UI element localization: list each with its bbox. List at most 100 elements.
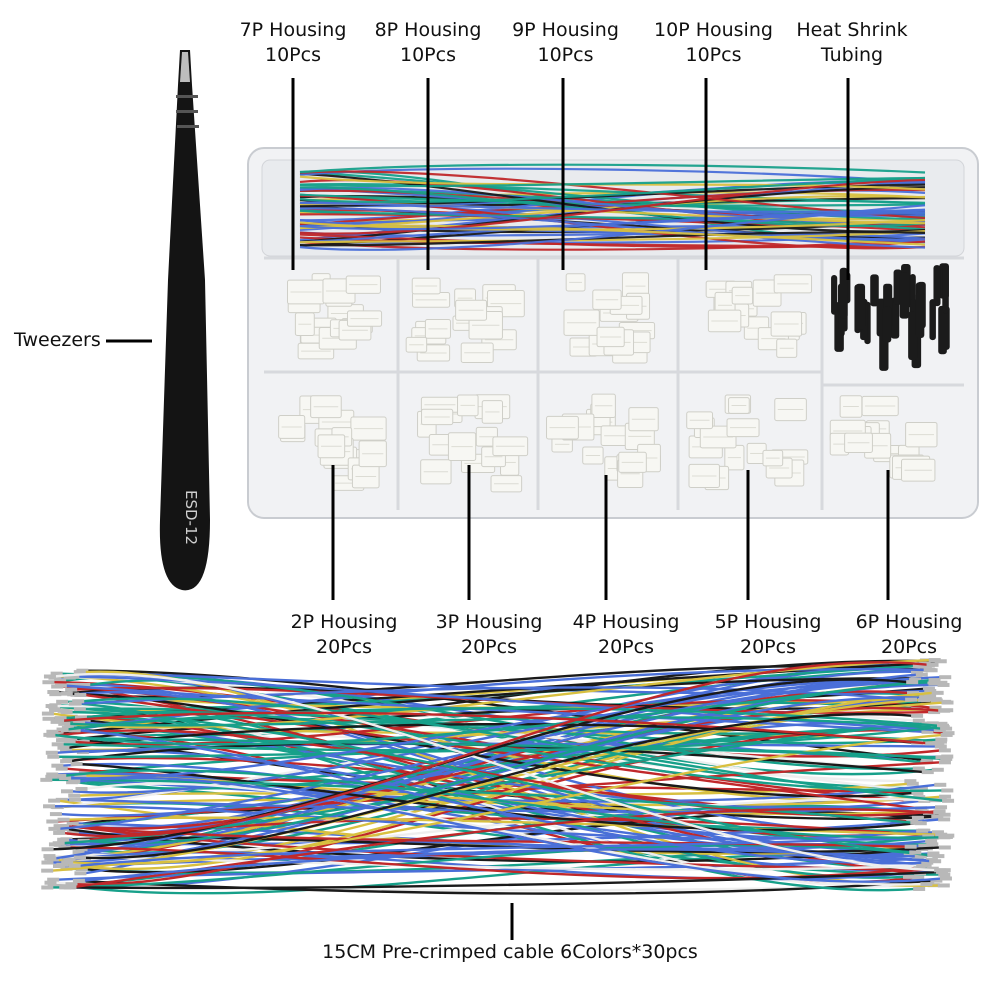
crimp-terminal [54,683,67,688]
crimp-terminal [60,747,73,752]
crimp-terminal [47,877,60,882]
crimp-terminal [940,732,953,737]
crimp-terminal [918,843,931,848]
tubing-piece [909,274,916,305]
cable [51,678,909,851]
crimp-terminal [921,729,934,734]
tubing-piece [933,265,941,307]
crimp-terminal [925,839,938,844]
crimp-terminal [60,789,73,794]
crimp-terminal [43,674,56,679]
crimp-terminal [914,854,927,859]
crimp-terminal [941,788,954,793]
crimp-terminal [913,886,926,891]
cable [69,870,939,890]
crimp-terminal [932,740,945,745]
crimp-terminal [41,885,54,890]
cable [64,769,941,839]
crimp-terminal [73,670,86,675]
crimp-terminal [66,821,79,826]
crimp-terminal [74,871,87,876]
crimp-terminal [934,782,947,787]
crimp-terminal [909,677,922,682]
crimp-terminal [937,682,950,687]
crimp-terminal [909,850,922,855]
wire [299,186,926,225]
crimp-terminal [904,844,917,849]
crimp-terminal [929,697,942,702]
crimp-terminal [46,729,59,734]
cable [82,697,945,802]
crimp-terminal [937,883,950,888]
crimp-terminal [68,863,81,868]
crimp-terminal [77,738,90,743]
crimp-terminal [47,690,60,695]
crimp-terminal [45,750,58,755]
crimp-terminal [938,708,951,713]
tubing-piece [915,292,925,339]
tweezers: ESD-12 [159,50,210,591]
crimp-terminal [921,860,934,865]
crimp-terminal [928,658,941,663]
crimp-terminal [49,708,62,713]
cable [75,736,938,759]
crimp-terminal [929,859,942,864]
crimp-terminal [50,671,63,676]
crimp-terminal [928,710,941,715]
crimp-terminal [41,711,54,716]
crimp-terminal [918,697,931,702]
crimp-terminal [935,805,948,810]
crimp-terminal [935,832,948,837]
cable [70,836,941,854]
crimp-terminal [929,705,942,710]
label-precrimped-cable: 15CM Pre-crimped cable 6Colors*30pcs [322,941,698,963]
crimp-terminal [924,688,937,693]
crimp-terminal [43,732,56,737]
crimp-terminal [44,856,57,861]
crimp-terminal [922,686,935,691]
cable [83,712,914,860]
cable [50,778,913,824]
wire [299,201,926,213]
crimp-terminal [928,678,941,683]
tubing-piece [831,274,838,315]
crimp-terminal [913,866,926,871]
boxed-wires [299,163,926,251]
crimp-terminal [905,697,918,702]
crimp-terminal [55,797,68,802]
tubing-piece [855,283,866,330]
crimp-terminal [935,680,948,685]
crimp-terminal [65,687,78,692]
wire [299,211,926,231]
crimp-terminal [43,804,56,809]
crimp-terminal [912,875,925,880]
wire [299,163,926,174]
crimp-terminal [938,845,951,850]
crimp-terminal [915,672,928,677]
crimp-terminal [61,860,74,865]
crimp-terminal [910,820,923,825]
crimp-terminal [940,726,953,731]
crimp-terminal [68,793,81,798]
crimp-terminal [54,678,67,683]
crimp-terminal [933,810,946,815]
crimp-terminal [73,707,86,712]
crimp-terminal [52,841,65,846]
crimp-terminal [931,830,944,835]
crimp-terminal [56,738,69,743]
crimp-terminal [912,766,925,771]
crimp-terminal [41,868,54,873]
crimp-terminal [911,790,924,795]
crimp-terminal [927,680,940,685]
wire [299,204,926,251]
crimp-terminal [42,680,55,685]
crimp-terminal [916,828,929,833]
tubing-piece [839,267,848,319]
storage-box [247,147,979,519]
crimp-terminal [56,862,69,867]
